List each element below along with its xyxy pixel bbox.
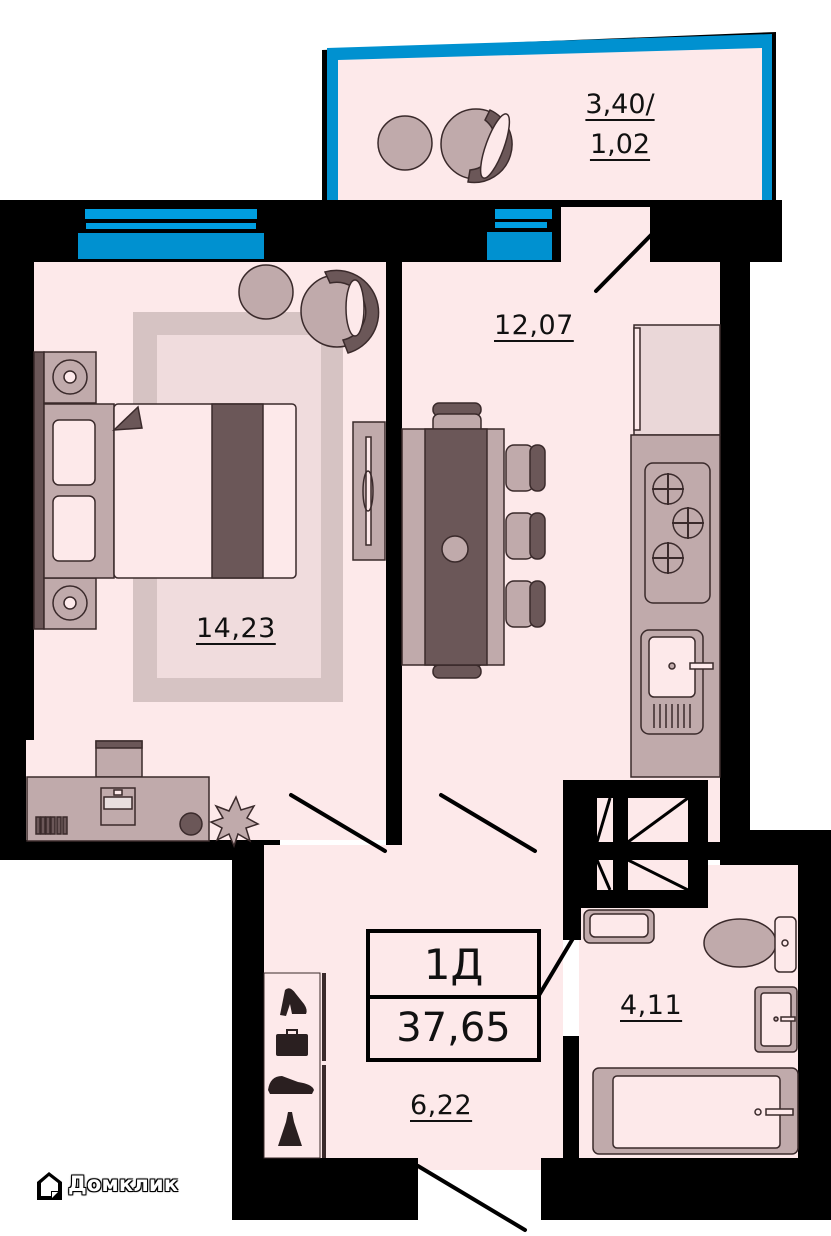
apartment-type: 1Д bbox=[370, 933, 537, 999]
ventilation-shaft bbox=[563, 780, 731, 940]
door-swings bbox=[289, 228, 658, 1232]
house-logo-icon bbox=[37, 1172, 62, 1200]
total-area: 37,65 bbox=[396, 1005, 511, 1051]
windows bbox=[78, 209, 552, 260]
bedroom-area-label: 14,23 bbox=[196, 613, 276, 644]
logo-text: Домклик bbox=[68, 1172, 179, 1196]
balcony-furniture bbox=[377, 108, 513, 184]
kitchen-area-label: 12,07 bbox=[494, 310, 574, 341]
bathroom-fixtures bbox=[583, 909, 799, 1155]
balcony bbox=[322, 32, 776, 205]
balcony-area-bottom: 1,02 bbox=[589, 129, 651, 160]
hallway-area-label: 6,22 bbox=[410, 1090, 473, 1121]
domclick-logo: Домклик bbox=[34, 1172, 178, 1196]
bathroom-area-label: 4,11 bbox=[620, 990, 683, 1021]
apartment-summary-box: 1Д 37,65 bbox=[366, 929, 541, 1062]
bedroom-furniture bbox=[33, 264, 386, 702]
balcony-area-top: 3,40/ bbox=[585, 89, 655, 120]
balcony-area-label: 3,40/ 1,02 bbox=[560, 85, 680, 165]
wardrobe bbox=[263, 972, 326, 1159]
desk bbox=[26, 740, 260, 849]
kitchen-furniture bbox=[401, 324, 721, 778]
